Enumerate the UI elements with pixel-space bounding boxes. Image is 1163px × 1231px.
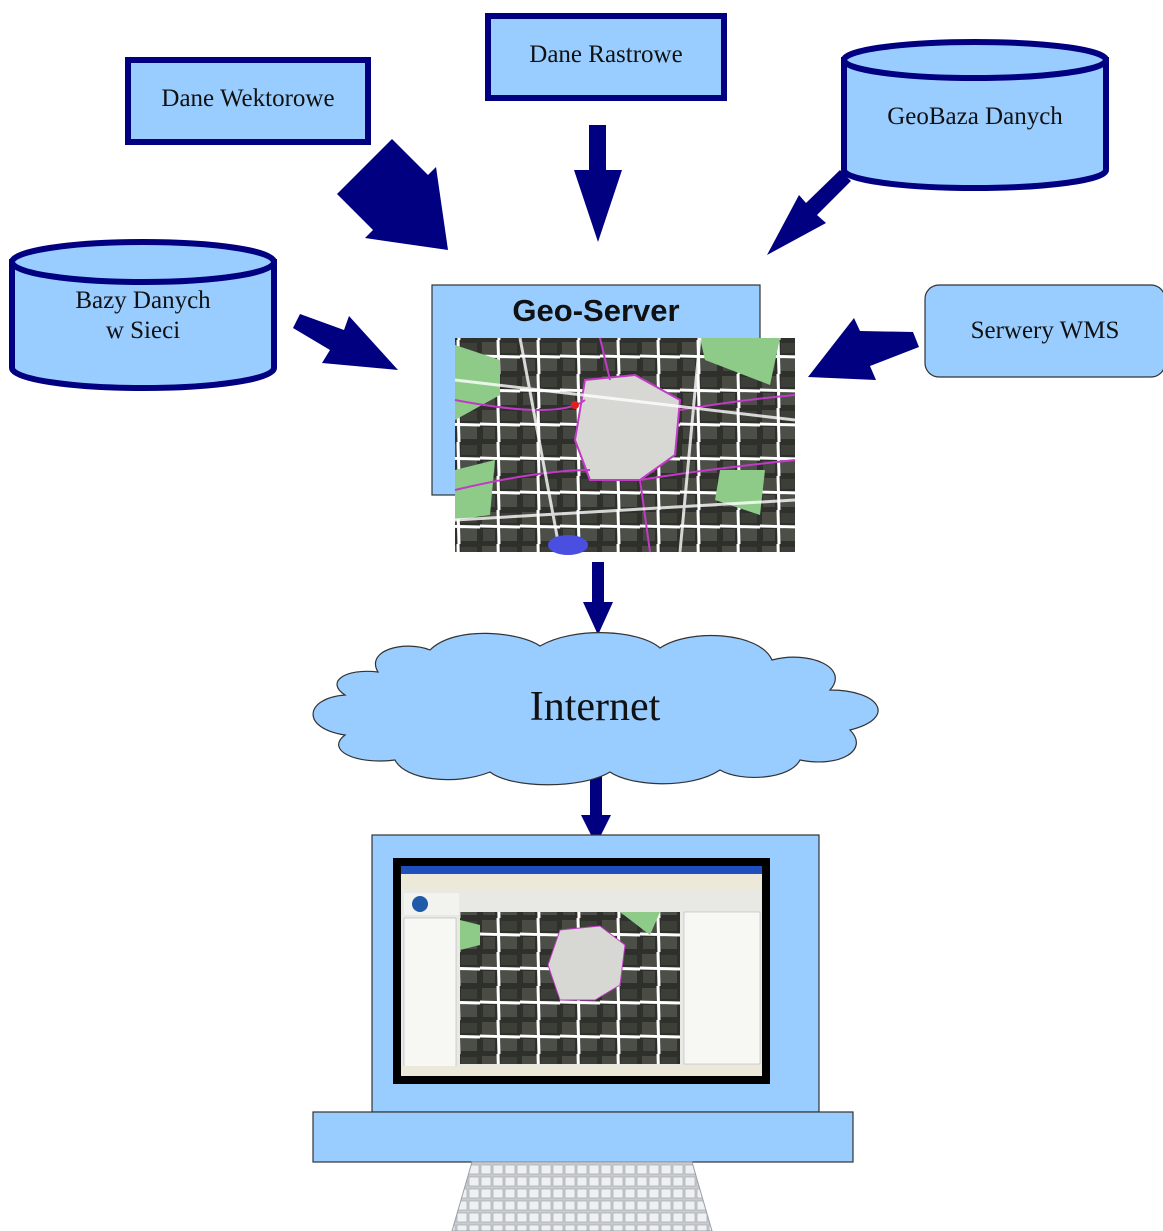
arrow-wms-to-server xyxy=(808,318,919,380)
browser-screenshot xyxy=(401,866,762,1076)
arrow-raster-head xyxy=(574,170,622,242)
raster-data-label: Dane Rastrowe xyxy=(529,41,683,68)
network-db-label-line1: Bazy Danych xyxy=(75,287,211,314)
internet-label: Internet xyxy=(529,684,661,730)
geodatabase-label: GeoBaza Danych xyxy=(887,103,1063,130)
raster-data-box xyxy=(485,13,727,101)
geo-server-title: Geo-Server xyxy=(512,293,680,328)
vector-data-box xyxy=(125,57,371,145)
network-db-cylinder xyxy=(9,239,277,391)
arrow-internet-client-head xyxy=(581,815,611,845)
wms-servers-box xyxy=(924,284,1163,378)
internet-cloud xyxy=(312,632,879,786)
arrow-raster-shaft xyxy=(589,125,606,170)
network-db-label: Bazy Danych w Sieci xyxy=(12,286,274,346)
arrows xyxy=(293,125,919,845)
arrow-geodb-to-server xyxy=(767,170,851,255)
computer-base xyxy=(312,1111,854,1163)
network-db-label-line2: w Sieci xyxy=(105,317,181,344)
vector-data-label: Dane Wektorowe xyxy=(161,85,335,112)
arrow-server-internet-head xyxy=(583,602,613,635)
keyboard xyxy=(451,1161,713,1231)
arrow-internet-client-shaft xyxy=(590,775,602,817)
wms-servers-label: Serwery WMS xyxy=(970,317,1120,344)
server-map-image xyxy=(454,337,796,555)
geodatabase-cylinder xyxy=(841,39,1109,191)
arrow-server-internet-shaft xyxy=(592,562,604,604)
arrow-vector-to-server xyxy=(337,139,448,250)
arrow-networkdb-to-server xyxy=(293,314,398,370)
